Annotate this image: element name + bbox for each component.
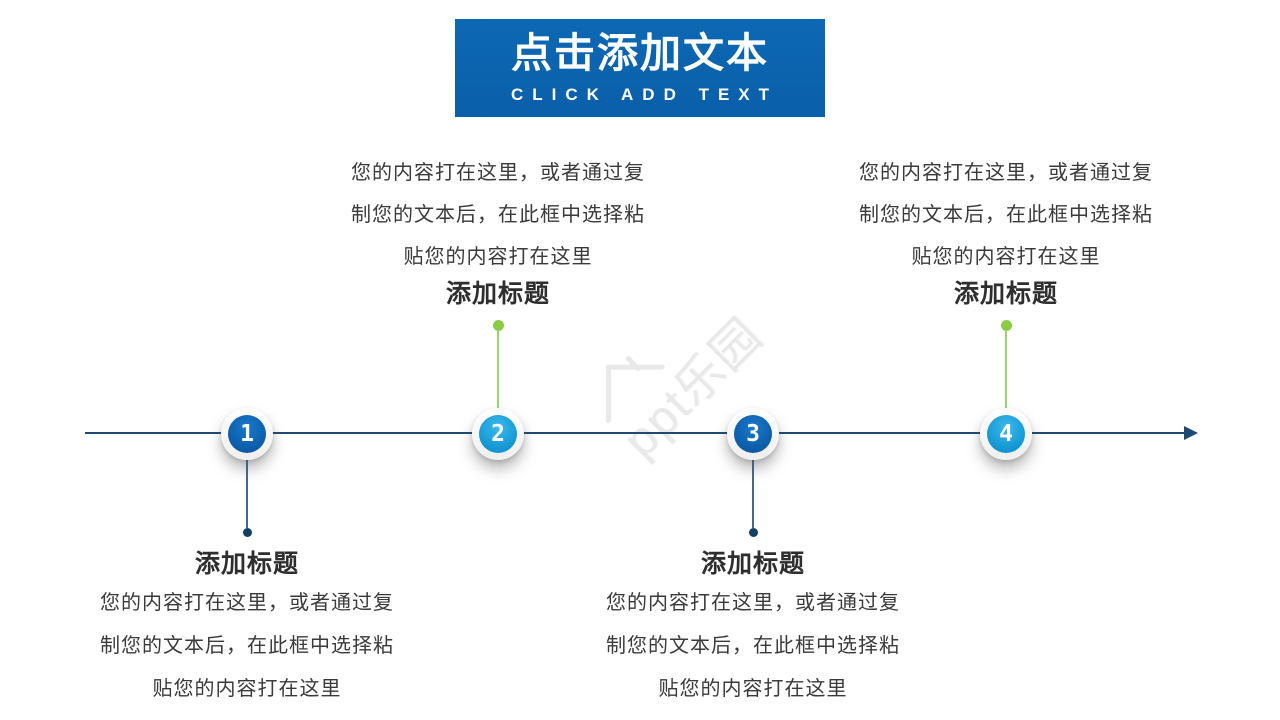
header-subtitle: CLICK ADD TEXT xyxy=(510,84,779,104)
node-number: 4 xyxy=(987,415,1025,453)
item-title: 添加标题 xyxy=(194,550,299,578)
item-title: 添加标题 xyxy=(445,280,550,308)
connector-line xyxy=(497,331,499,408)
node-badge-2: 2 xyxy=(472,408,524,460)
node-number: 1 xyxy=(228,415,266,453)
paragraph-line: 贴您的内容打在这里 xyxy=(658,678,848,700)
paragraph-line: 您的内容打在这里，或者通过复 xyxy=(100,592,394,614)
paragraph-line: 贴您的内容打在这里 xyxy=(152,678,342,700)
connector-dot xyxy=(493,320,504,331)
connector-line xyxy=(1005,331,1007,408)
node-badge-1: 1 xyxy=(221,408,273,460)
item-paragraph: 您的内容打在这里，或者通过复 制您的文本后，在此框中选择粘 贴您的内容打在这里 xyxy=(563,582,943,711)
paragraph-line: 您的内容打在这里，或者通过复 xyxy=(606,592,900,614)
timeline-axis xyxy=(85,432,1185,434)
house-roof-icon xyxy=(606,356,665,424)
node-number: 3 xyxy=(734,415,772,453)
paragraph-line: 制您的文本后，在此框中选择粘 xyxy=(351,204,645,226)
paragraph-line: 制您的文本后，在此框中选择粘 xyxy=(606,635,900,657)
header-title: 点击添加文本 xyxy=(511,30,769,77)
paragraph-line: 您的内容打在这里，或者通过复 xyxy=(859,162,1153,184)
item-paragraph: 您的内容打在这里，或者通过复 制您的文本后，在此框中选择粘 贴您的内容打在这里 xyxy=(57,582,437,711)
item-title: 添加标题 xyxy=(700,550,805,578)
paragraph-line: 您的内容打在这里，或者通过复 xyxy=(351,162,645,184)
item-paragraph: 您的内容打在这里，或者通过复 制您的文本后，在此框中选择粘 贴您的内容打在这里 xyxy=(308,152,688,278)
connector-dot xyxy=(1001,320,1012,331)
connector-line xyxy=(246,459,248,528)
paragraph-line: 制您的文本后，在此框中选择粘 xyxy=(100,635,394,657)
node-number: 2 xyxy=(479,415,517,453)
paragraph-line: 贴您的内容打在这里 xyxy=(403,246,593,268)
paragraph-line: 制您的文本后，在此框中选择粘 xyxy=(859,204,1153,226)
item-paragraph: 您的内容打在这里，或者通过复 制您的文本后，在此框中选择粘 贴您的内容打在这里 xyxy=(816,152,1196,278)
connector-dot xyxy=(749,528,758,537)
connector-line xyxy=(752,459,754,528)
node-badge-3: 3 xyxy=(727,408,779,460)
timeline-arrowhead-icon xyxy=(1184,426,1198,440)
node-badge-4: 4 xyxy=(980,408,1032,460)
item-title: 添加标题 xyxy=(953,280,1058,308)
paragraph-line: 贴您的内容打在这里 xyxy=(911,246,1101,268)
header-banner: 点击添加文本 CLICK ADD TEXT xyxy=(455,19,825,117)
connector-dot xyxy=(243,528,252,537)
